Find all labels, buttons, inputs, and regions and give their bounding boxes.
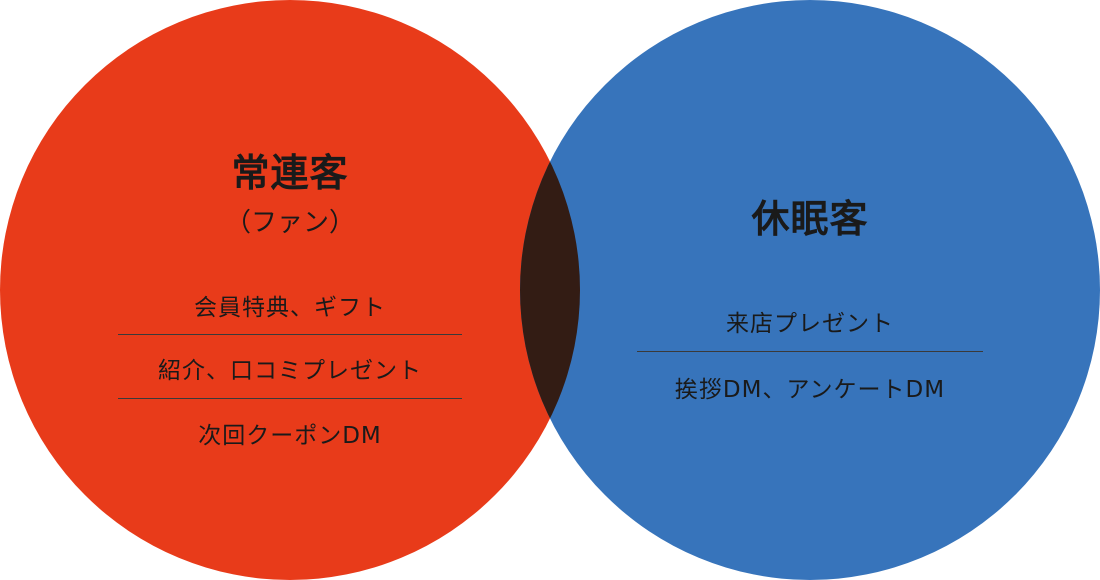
right-circle xyxy=(520,0,1100,580)
left-item-3: 次回クーポンDM xyxy=(198,423,382,449)
left-group-subtitle: （ファン） xyxy=(224,208,355,238)
left-divider-2 xyxy=(118,398,462,399)
left-item-1: 会員特典、ギフト xyxy=(194,295,386,321)
left-divider-1 xyxy=(118,334,462,335)
right-item-1: 来店プレゼント xyxy=(726,311,894,337)
left-group-title: 常連客 xyxy=(231,151,349,195)
left-circle xyxy=(0,0,580,580)
right-group-title: 休眠客 xyxy=(751,197,869,241)
right-item-2: 挨拶DM、アンケートDM xyxy=(674,377,946,403)
left-item-2: 紹介、口コミプレゼント xyxy=(158,358,422,384)
right-divider-1 xyxy=(637,351,983,352)
